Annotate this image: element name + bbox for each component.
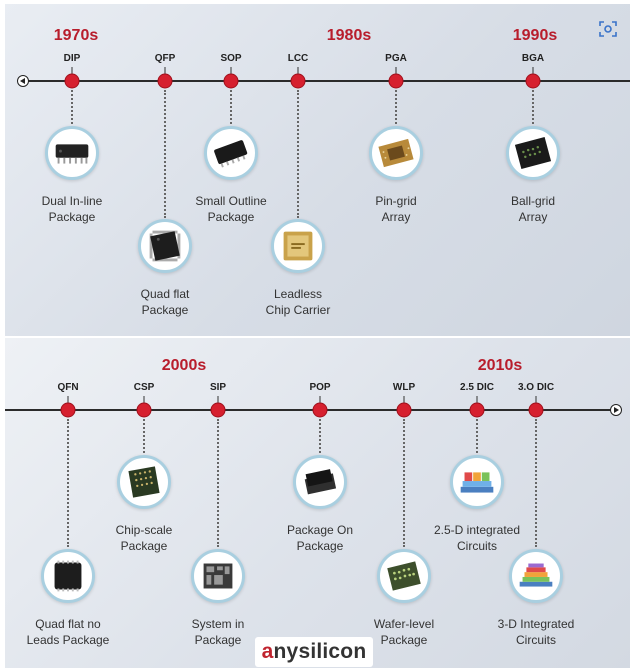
qfn-chip-icon	[41, 549, 95, 603]
abbr-sip: SIP	[209, 382, 227, 393]
timeline-dot-3-d-ic[interactable]	[529, 403, 543, 417]
timeline-dot-qfp[interactable]	[158, 74, 172, 88]
sip-chip-icon	[191, 549, 245, 603]
decade-label-2000s: 2000s	[161, 357, 207, 374]
abbr-dip: DIP	[63, 53, 81, 64]
3d-ic-icon	[509, 549, 563, 603]
scroll-right-arrow-icon[interactable]	[610, 404, 622, 416]
pga-chip-icon	[369, 126, 423, 180]
timeline-line-bottom	[5, 409, 612, 411]
abbr-pop: POP	[309, 382, 331, 393]
abbr-bga: BGA	[521, 53, 545, 64]
decade-label-2010s: 2010s	[477, 357, 523, 374]
sop-chip-icon	[204, 126, 258, 180]
abbr-sop: SOP	[220, 53, 242, 64]
abbr-wlp: WLP	[392, 382, 416, 393]
abbr-3-d-ic: 3.O DIC	[517, 382, 555, 393]
bga-chip-icon	[506, 126, 560, 180]
abbr-pga: PGA	[385, 53, 407, 64]
decade-label-1970s: 1970s	[53, 27, 99, 44]
timeline-dot-dip[interactable]	[65, 74, 79, 88]
decade-label-1980s: 1980s	[326, 27, 372, 44]
dip-chip-icon	[45, 126, 99, 180]
abbr-2-5-dic: 2.5 DIC	[460, 382, 494, 393]
timeline-dot-sip[interactable]	[211, 403, 225, 417]
timeline-line-top	[24, 80, 630, 82]
timeline-dot-pga[interactable]	[389, 74, 403, 88]
abbr-csp: CSP	[133, 382, 155, 393]
timeline-dot-wlp[interactable]	[397, 403, 411, 417]
decade-label-1990s: 1990s	[512, 27, 558, 44]
timeline-dot-bga[interactable]	[526, 74, 540, 88]
abbr-lcc: LCC	[287, 53, 309, 64]
timeline-dot-lcc[interactable]	[291, 74, 305, 88]
scroll-left-arrow-icon[interactable]	[17, 75, 29, 87]
pop-chip-icon	[293, 455, 347, 509]
visual-search-icon[interactable]	[598, 19, 618, 39]
timeline-dot-qfn[interactable]	[61, 403, 75, 417]
timeline-dot-sop[interactable]	[224, 74, 238, 88]
abbr-qfp: QFP	[154, 53, 176, 64]
2-5d-ic-icon	[450, 455, 504, 509]
qfp-chip-icon	[138, 219, 192, 273]
csp-chip-icon	[117, 455, 171, 509]
timeline-dot-2-5-dic[interactable]	[470, 403, 484, 417]
wlp-chip-icon	[377, 549, 431, 603]
timeline-dot-csp[interactable]	[137, 403, 151, 417]
timeline-dot-pop[interactable]	[313, 403, 327, 417]
abbr-qfn: QFN	[57, 382, 79, 393]
lcc-chip-icon	[271, 219, 325, 273]
